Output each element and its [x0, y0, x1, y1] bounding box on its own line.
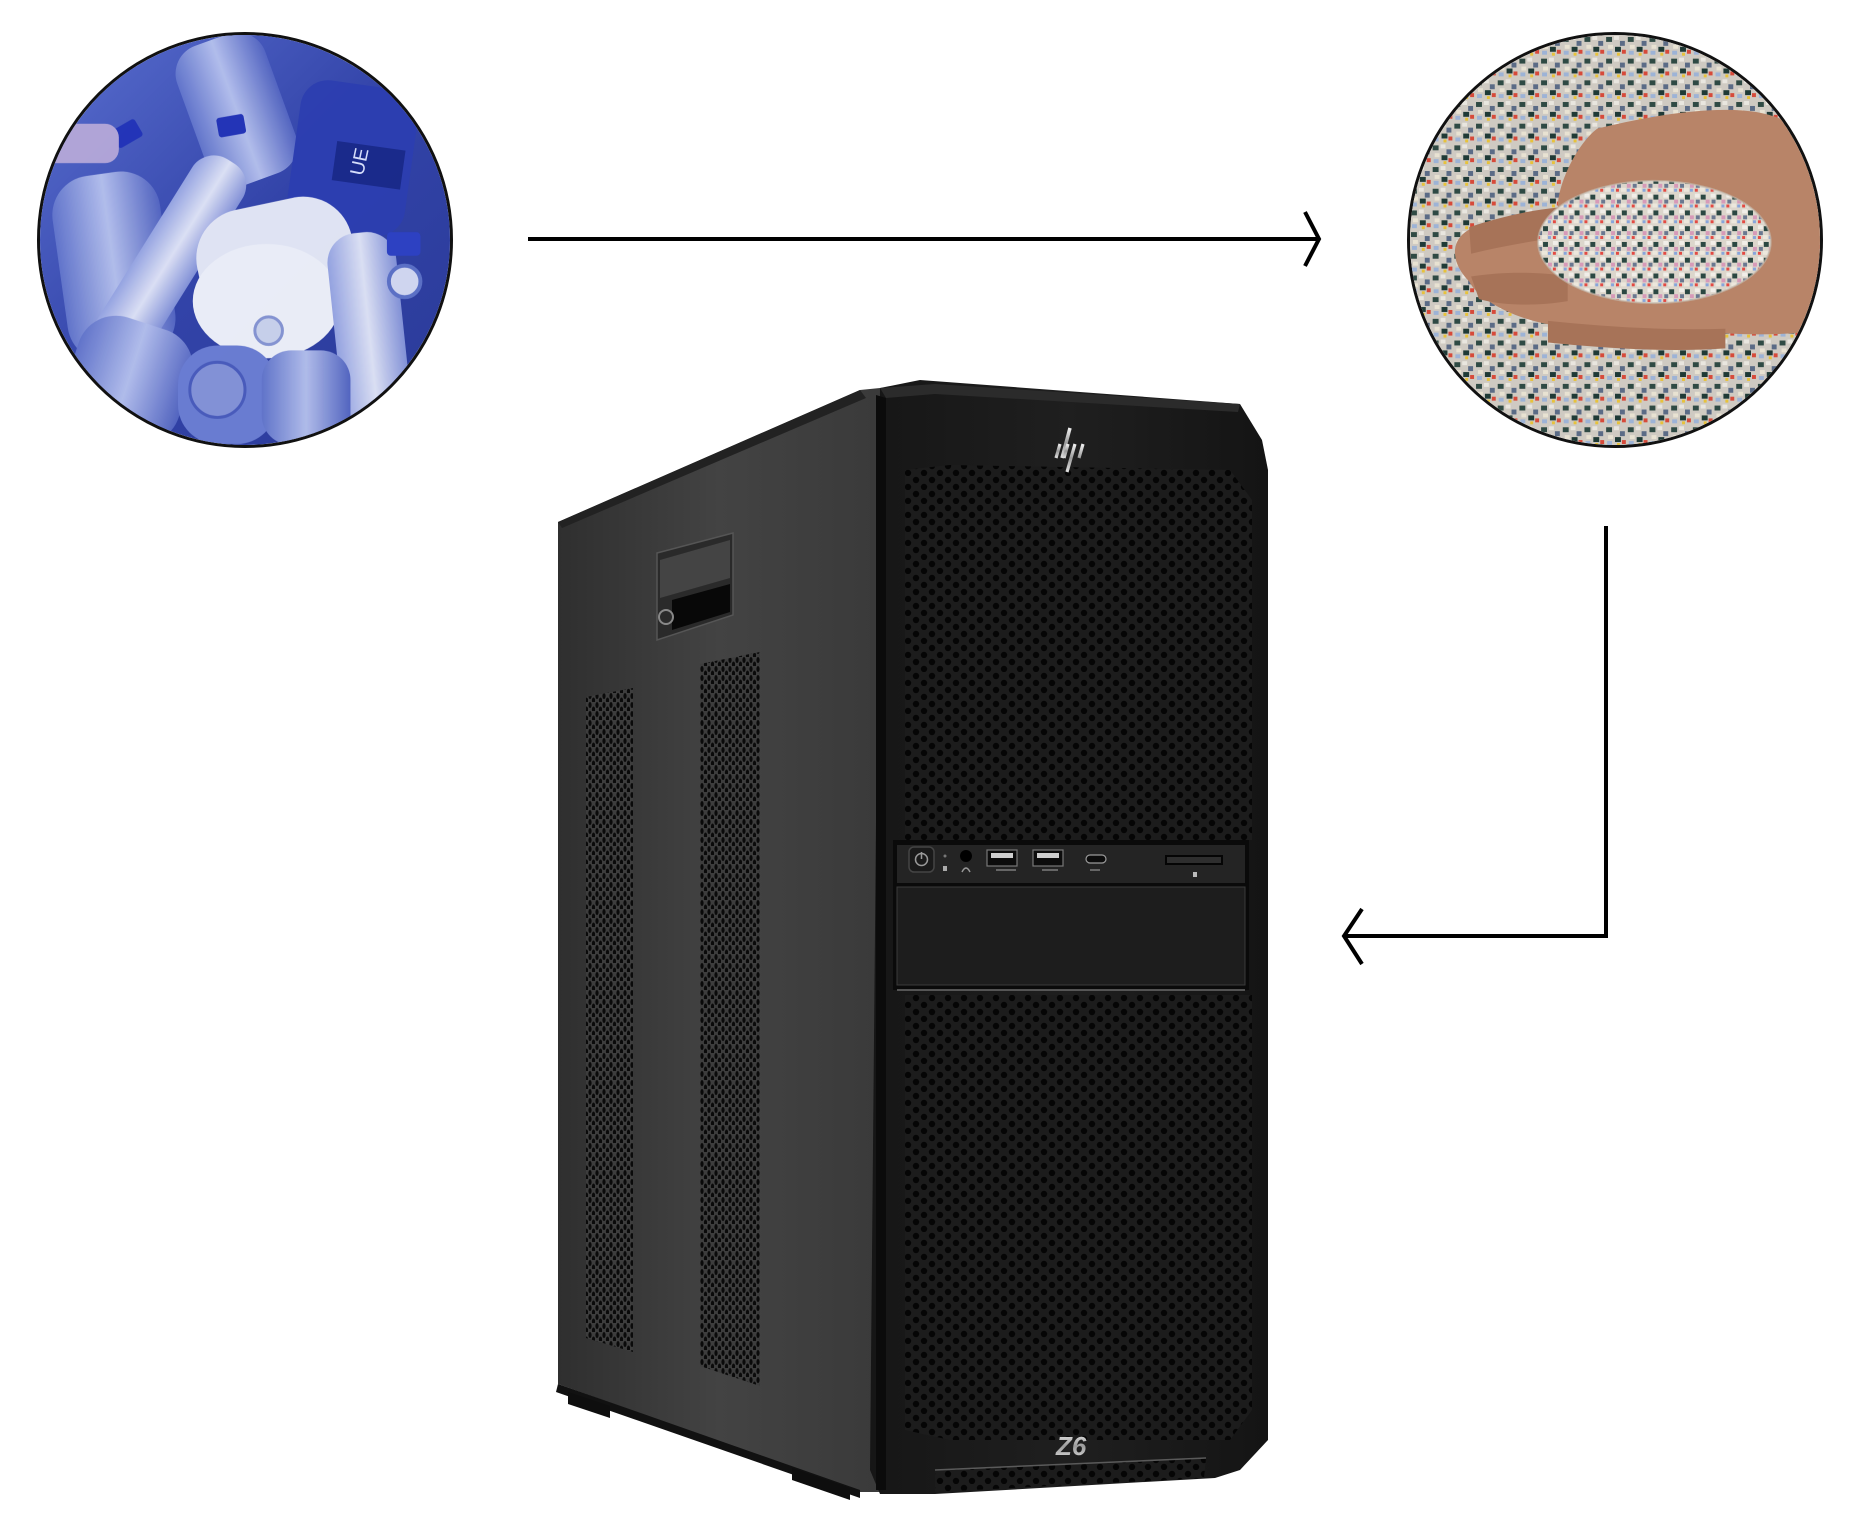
- side-vent-right: [700, 652, 760, 1386]
- hp-z6-workstation: HP Z6 workstation tower: [540, 370, 1300, 1520]
- front-mesh-upper: [905, 465, 1252, 840]
- bottom-grille: [935, 1458, 1206, 1492]
- model-badge-text: Z6: [1055, 1431, 1087, 1461]
- usb-c-icon: [1090, 869, 1100, 871]
- z6-model-badge: Z6: [1055, 1431, 1087, 1461]
- side-panel-latch: [656, 532, 734, 642]
- hdd-led: [943, 854, 947, 858]
- headset-icon: [961, 867, 971, 873]
- front-mesh-lower: [905, 995, 1252, 1440]
- sd-card-slot[interactable]: [1165, 855, 1223, 877]
- plastic-bottles-illustration: UE: [40, 35, 450, 445]
- arrow-bottles-to-flakes: [528, 211, 1322, 267]
- drive-icon: [943, 866, 947, 871]
- lock-icon: [658, 609, 674, 625]
- plastic-bottles-image: Plastic bottles: [37, 32, 453, 448]
- usb-c-port[interactable]: [1085, 854, 1107, 871]
- front-io-panel: [893, 840, 1249, 991]
- headset-jack[interactable]: [960, 850, 972, 862]
- plastic-flakes-image: Recycled plastic flakes in hand: [1407, 32, 1823, 448]
- side-vent-left: [586, 688, 633, 1352]
- sd-card-icon: [1193, 872, 1197, 877]
- plastic-flakes-illustration: [1410, 35, 1820, 445]
- workstation-illustration: Z6: [556, 380, 1268, 1500]
- usb-a-port-1[interactable]: [986, 849, 1018, 871]
- hp-logo: [1054, 427, 1085, 473]
- power-button[interactable]: [908, 846, 935, 873]
- usb-icon: [1042, 869, 1058, 871]
- arrow-flakes-to-workstation: [1341, 526, 1608, 966]
- usb-a-port-2[interactable]: [1032, 849, 1064, 871]
- usb-icon: [996, 869, 1016, 871]
